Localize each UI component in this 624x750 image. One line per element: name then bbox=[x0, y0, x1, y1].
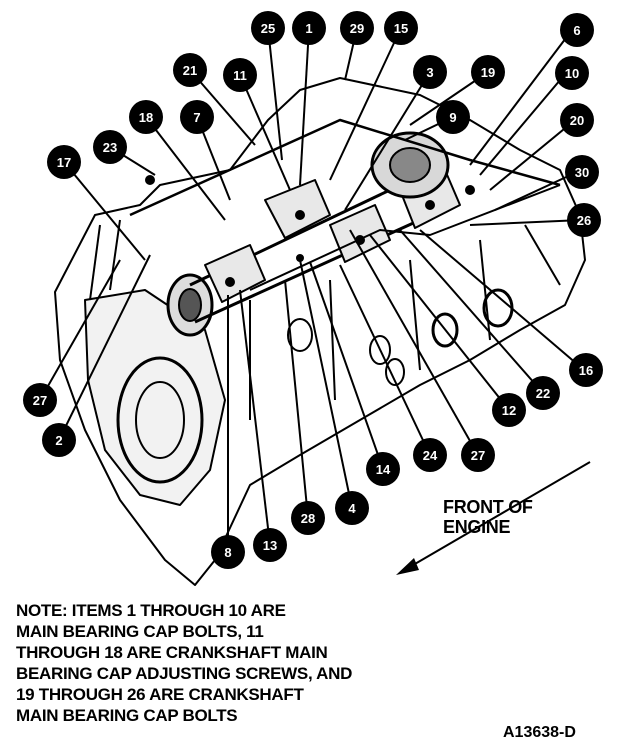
engine-block-diagram: 25 1 29 15 6 21 11 3 19 10 18 7 9 20 23 … bbox=[23, 11, 603, 586]
callout-11: 11 bbox=[223, 58, 257, 92]
callout-17: 17 bbox=[47, 145, 81, 179]
svg-text:16: 16 bbox=[579, 363, 593, 378]
front-of-engine-label: FRONT OF ENGINE bbox=[443, 497, 533, 537]
callouts: 25 1 29 15 6 21 11 3 19 10 18 7 9 20 23 … bbox=[23, 11, 603, 569]
svg-text:27: 27 bbox=[33, 393, 47, 408]
callout-21: 21 bbox=[173, 53, 207, 87]
callout-14: 14 bbox=[366, 452, 400, 486]
svg-text:13: 13 bbox=[263, 538, 277, 553]
callout-6: 6 bbox=[560, 13, 594, 47]
svg-text:11: 11 bbox=[233, 68, 247, 83]
callout-13: 13 bbox=[253, 528, 287, 562]
svg-text:22: 22 bbox=[536, 386, 550, 401]
front-label-line-1: FRONT OF bbox=[443, 497, 533, 517]
callout-10: 10 bbox=[555, 56, 589, 90]
svg-text:24: 24 bbox=[423, 448, 438, 463]
svg-text:3: 3 bbox=[426, 65, 433, 80]
svg-text:2: 2 bbox=[55, 433, 62, 448]
svg-text:8: 8 bbox=[224, 545, 231, 560]
callout-18: 18 bbox=[129, 100, 163, 134]
note-line-6: MAIN BEARING CAP BOLTS bbox=[16, 706, 238, 725]
note-line-2: MAIN BEARING CAP BOLTS, 11 bbox=[16, 622, 264, 641]
note-line-5: 19 THROUGH 26 ARE CRANKSHAFT bbox=[16, 685, 304, 704]
svg-text:12: 12 bbox=[502, 403, 516, 418]
callout-15: 15 bbox=[384, 11, 418, 45]
callout-23: 23 bbox=[93, 130, 127, 164]
callout-20: 20 bbox=[560, 103, 594, 137]
callout-27-left: 27 bbox=[23, 383, 57, 417]
svg-text:21: 21 bbox=[183, 63, 197, 78]
figure-id: A13638-D bbox=[503, 724, 576, 741]
svg-text:28: 28 bbox=[301, 511, 315, 526]
callout-12: 12 bbox=[492, 393, 526, 427]
callout-22: 22 bbox=[526, 376, 560, 410]
svg-text:14: 14 bbox=[376, 462, 391, 477]
front-label-line-2: ENGINE bbox=[443, 517, 511, 537]
callout-4: 4 bbox=[335, 491, 369, 525]
note-line-1: NOTE: ITEMS 1 THROUGH 10 ARE bbox=[16, 601, 286, 620]
svg-text:27: 27 bbox=[471, 448, 485, 463]
engine-block-drawing bbox=[54, 77, 586, 586]
svg-text:19: 19 bbox=[481, 65, 495, 80]
note-text: NOTE: ITEMS 1 THROUGH 10 ARE MAIN BEARIN… bbox=[16, 600, 486, 726]
front-direction-arrow bbox=[396, 461, 591, 575]
svg-text:20: 20 bbox=[570, 113, 584, 128]
callout-27-right: 27 bbox=[461, 438, 495, 472]
callout-26: 26 bbox=[567, 203, 601, 237]
svg-text:15: 15 bbox=[394, 21, 408, 36]
callout-3: 3 bbox=[413, 55, 447, 89]
callout-25: 25 bbox=[251, 11, 285, 45]
svg-text:7: 7 bbox=[193, 110, 200, 125]
svg-text:23: 23 bbox=[103, 140, 117, 155]
callout-29: 29 bbox=[340, 11, 374, 45]
svg-text:26: 26 bbox=[577, 213, 591, 228]
callout-30: 30 bbox=[565, 155, 599, 189]
svg-text:10: 10 bbox=[565, 66, 579, 81]
svg-text:30: 30 bbox=[575, 165, 589, 180]
note-line-4: BEARING CAP ADJUSTING SCREWS, AND bbox=[16, 664, 353, 683]
svg-text:29: 29 bbox=[350, 21, 364, 36]
svg-text:1: 1 bbox=[305, 21, 312, 36]
note-line-3: THROUGH 18 ARE CRANKSHAFT MAIN bbox=[16, 643, 328, 662]
callout-9: 9 bbox=[436, 100, 470, 134]
svg-text:4: 4 bbox=[348, 501, 356, 516]
callout-24: 24 bbox=[413, 438, 447, 472]
svg-text:18: 18 bbox=[139, 110, 153, 125]
svg-text:17: 17 bbox=[57, 155, 71, 170]
svg-text:25: 25 bbox=[261, 21, 275, 36]
callout-28: 28 bbox=[291, 501, 325, 535]
svg-text:9: 9 bbox=[449, 110, 456, 125]
callout-19: 19 bbox=[471, 55, 505, 89]
callout-2: 2 bbox=[42, 423, 76, 457]
callout-8: 8 bbox=[211, 535, 245, 569]
callout-16: 16 bbox=[569, 353, 603, 387]
svg-text:6: 6 bbox=[573, 23, 580, 38]
callout-1: 1 bbox=[292, 11, 326, 45]
callout-7: 7 bbox=[180, 100, 214, 134]
